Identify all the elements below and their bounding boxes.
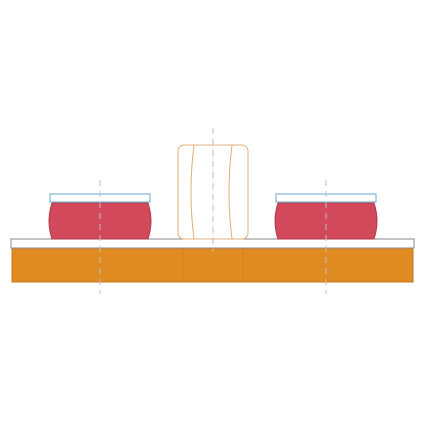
hex-standoff-facet-2 [228, 144, 233, 240]
rubber-pad-right [274, 202, 378, 240]
hex-standoff-facet-1 [190, 144, 195, 240]
base-plate [11, 247, 414, 283]
rubber-pad-left [48, 202, 152, 240]
